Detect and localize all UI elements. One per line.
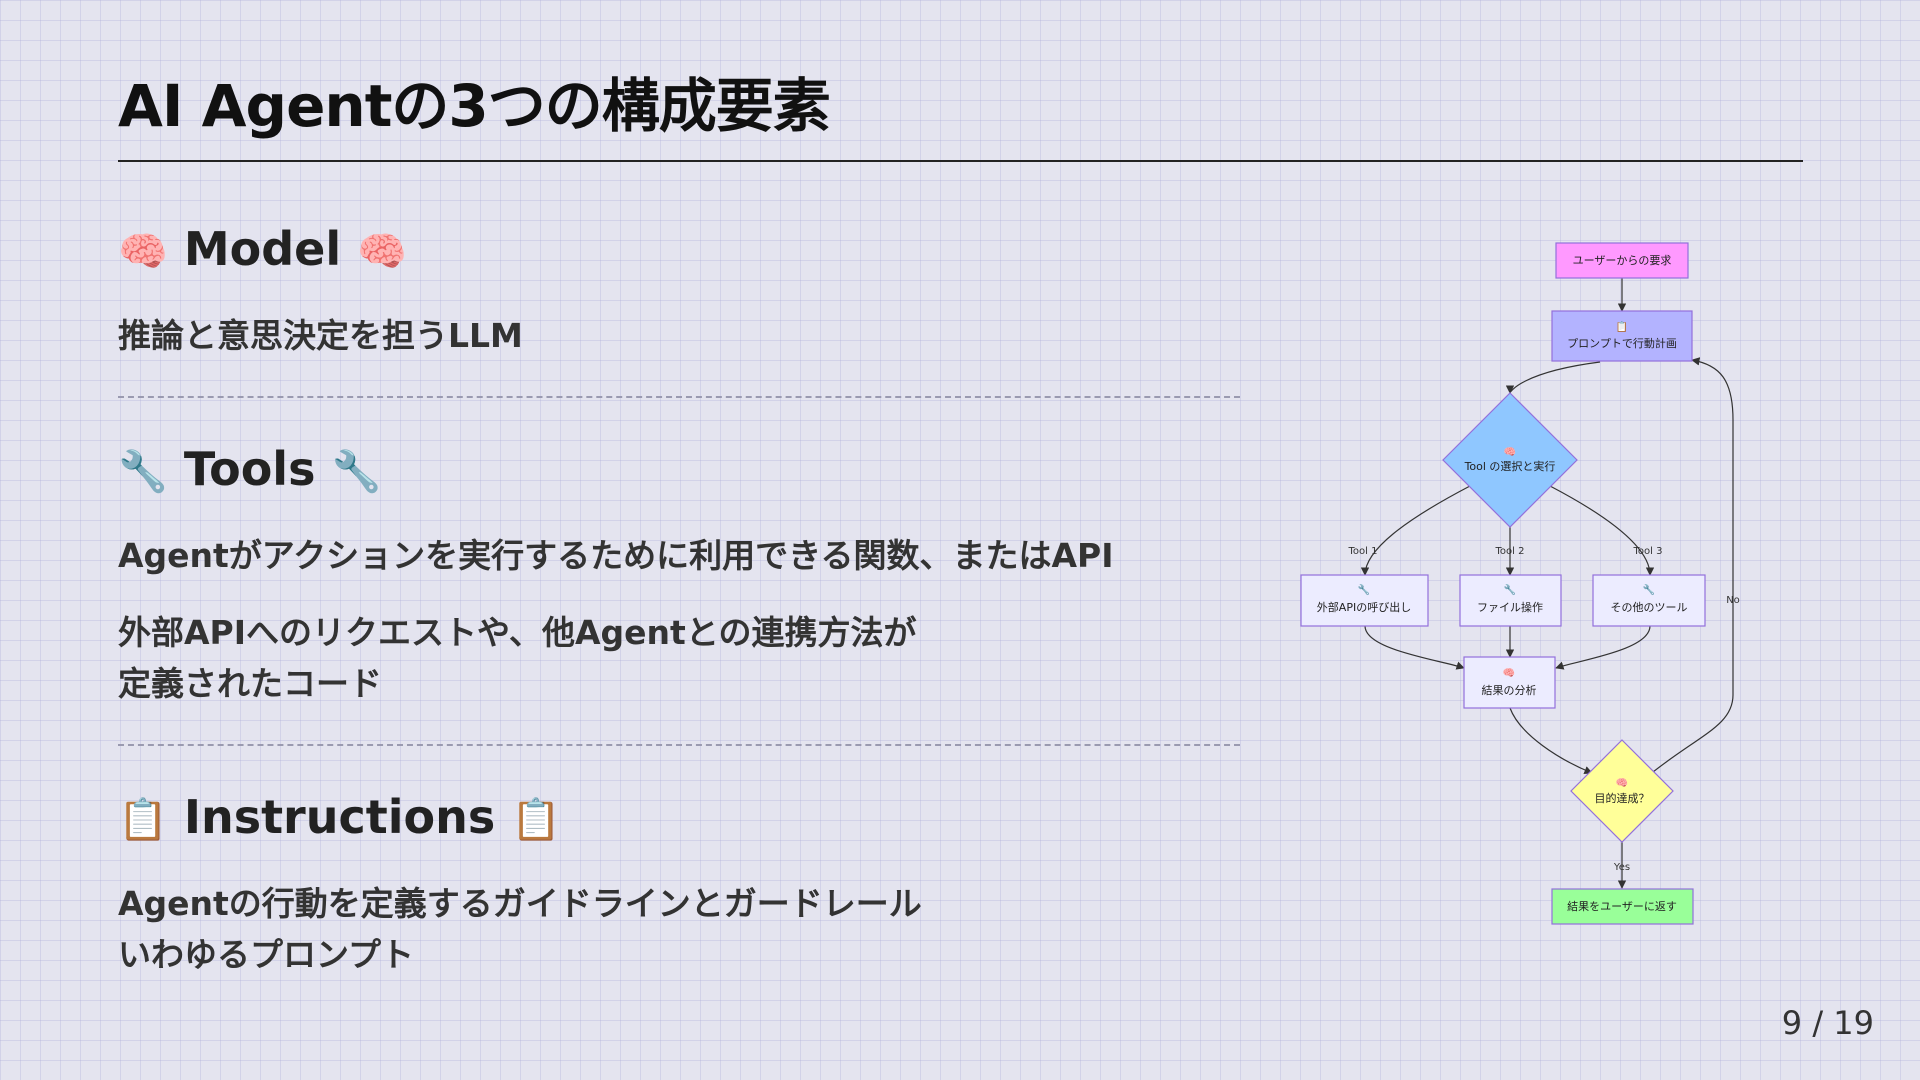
flowchart-edge-labels: Tool 1 Tool 2 Tool 3 No Yes: [1348, 546, 1740, 873]
node-label: 目的達成？: [1595, 791, 1650, 805]
tools-detail-line: 外部APIへのリクエストや、他Agentとの連携方法が: [118, 613, 917, 652]
edge-tool1-analyze: [1364, 625, 1465, 670]
node-label: プロンプトで行動計画: [1567, 336, 1677, 350]
flowchart-node-tool1: 🔧 外部APIの呼び出し: [1300, 574, 1429, 627]
edge-plan-select: [1505, 361, 1601, 394]
section-title-tools: Tools: [183, 442, 316, 496]
edge-goal-plan: [1652, 357, 1734, 773]
node-label: Tool の選択と実行: [1464, 459, 1556, 473]
node-label: 結果の分析: [1482, 683, 1537, 697]
edge-select-tool3: [1549, 485, 1655, 576]
node-shape: [1570, 739, 1674, 843]
flowchart-node-request: ユーザーからの要求: [1555, 242, 1689, 279]
flowchart-edges: [1360, 278, 1734, 889]
node-label: 結果をユーザーに返す: [1567, 899, 1677, 913]
slide-title: AI Agentの3つの構成要素: [118, 72, 831, 140]
section-heading-tools: 🔧 Tools 🔧: [118, 442, 381, 497]
wrench-icon: 🔧: [1504, 583, 1516, 596]
section-heading-model: 🧠 Model 🧠: [118, 222, 407, 277]
flowchart-node-return: 結果をユーザーに返す: [1551, 888, 1694, 925]
page-number: 9 / 19: [1781, 1004, 1874, 1042]
edge-label-yes: Yes: [1613, 862, 1630, 873]
flowchart-node-goal: 🧠 目的達成？: [1570, 739, 1674, 843]
edge-analyze-goal: [1509, 707, 1593, 775]
wrench-icon: 🔧: [331, 449, 382, 495]
node-shape: [1555, 242, 1689, 279]
flowchart-node-plan: 📋 プロンプトで行動計画: [1551, 310, 1693, 362]
section-text-tools-2: 外部APIへのリクエストや、他Agentとの連携方法が 定義されたコード: [118, 607, 917, 709]
section-title-model: Model: [183, 222, 342, 276]
title-divider: [118, 160, 1803, 162]
model-description: 推論と意思決定を担うLLM: [118, 316, 523, 355]
wrench-icon: 🔧: [118, 449, 168, 495]
brain-icon: 🧠: [1616, 777, 1628, 789]
clipboard-icon: 📋: [511, 797, 562, 843]
node-label: ファイル操作: [1477, 600, 1543, 614]
wrench-icon: 🔧: [1643, 583, 1655, 596]
node-shape: [1463, 656, 1556, 709]
flowchart-node-analyze: 🧠 結果の分析: [1463, 656, 1556, 709]
node-shape: [1551, 310, 1693, 362]
instructions-line: Agentの行動を定義するガイドラインとガードレール: [118, 884, 922, 923]
brain-icon: 🧠: [357, 229, 407, 275]
section-title-instructions: Instructions: [183, 790, 496, 844]
flowchart-node-select: 🧠 Tool の選択と実行: [1442, 392, 1578, 528]
section-text-tools-1: Agentがアクションを実行するために利用できる関数、またはAPI: [118, 530, 1114, 581]
node-label: その他のツール: [1611, 601, 1688, 614]
flowchart-node-tool3: 🔧 その他のツール: [1592, 574, 1706, 627]
section-divider: [118, 744, 1240, 746]
node-shape: [1442, 392, 1578, 528]
node-label: 外部APIの呼び出し: [1317, 600, 1411, 614]
brain-icon: 🧠: [1503, 667, 1515, 679]
edge-tool3-analyze: [1555, 625, 1651, 670]
instructions-line: いわゆるプロンプト: [118, 935, 415, 974]
brain-icon: 🧠: [118, 229, 168, 275]
section-text-instructions: Agentの行動を定義するガイドラインとガードレール いわゆるプロンプト: [118, 878, 922, 980]
edge-label-tool3: Tool 3: [1633, 546, 1663, 557]
edge-label-tool2: Tool 2: [1495, 546, 1525, 557]
clipboard-icon: 📋: [1616, 320, 1628, 333]
node-shape: [1592, 574, 1706, 627]
wrench-icon: 🔧: [1358, 583, 1370, 596]
clipboard-icon: 📋: [118, 797, 168, 843]
section-heading-instructions: 📋 Instructions 📋: [118, 790, 561, 845]
node-label: ユーザーからの要求: [1573, 254, 1672, 267]
node-shape: [1551, 888, 1694, 925]
brain-icon: 🧠: [1504, 446, 1516, 458]
section-text-model: 推論と意思決定を担うLLM: [118, 310, 523, 361]
edge-select-tool1: [1360, 485, 1471, 576]
edge-label-no: No: [1726, 595, 1740, 606]
node-shape: [1300, 574, 1429, 627]
tools-description: Agentがアクションを実行するために利用できる関数、またはAPI: [118, 536, 1114, 575]
node-shape: [1459, 574, 1562, 627]
tools-detail-line: 定義されたコード: [118, 664, 382, 703]
section-divider: [118, 396, 1240, 398]
edge-label-tool1: Tool 1: [1348, 546, 1378, 557]
flowchart-node-tool2: 🔧 ファイル操作: [1459, 574, 1562, 627]
